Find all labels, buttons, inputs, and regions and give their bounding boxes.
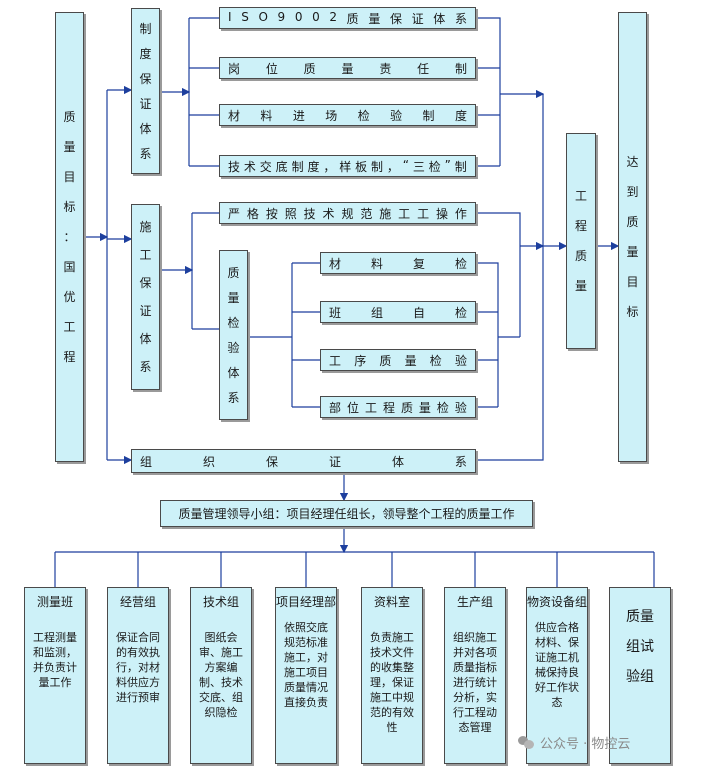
team-box-business: 经营组 保证合同的有效执行，对材料供应方进行预审	[107, 587, 169, 764]
team-box-technical: 技术组 图纸会审、施工方案编制、技术交底、组织隐检	[190, 587, 252, 764]
inspection-system-box: 质量检验体系	[219, 250, 248, 420]
institution-item-label: 技术交底制度，样板制，“三检”制	[228, 157, 467, 174]
institution-item-4: 技术交底制度，样板制，“三检”制	[219, 155, 476, 177]
team-desc: 负责施工技术文件的收集整理，保证施工中规范的有效性	[370, 631, 414, 734]
team-box-materials: 物资设备组 供应合格材料、保证施工机械保持良好工作状态	[526, 587, 588, 764]
team-title: 项目经理部	[276, 595, 337, 609]
inspection-item-1: 材料复检	[320, 252, 476, 274]
team-desc: 依照交底规范标准施工，对施工项目质量情况直接负责	[284, 621, 328, 709]
project-quality-box: 工程质量	[566, 133, 596, 349]
watermark: 公众号 · 物控云	[518, 733, 630, 752]
leadership-label: 质量管理领导小组：项目经理任组长，领导整个工程的质量工作	[178, 507, 515, 521]
inspection-item-2: 班组自检	[320, 301, 476, 323]
team-title: 技术组	[202, 595, 239, 609]
institution-item-3: 材料进场检验制度	[219, 104, 476, 126]
institution-item-2: 岗位质量责任制	[219, 57, 476, 79]
team-box-survey: 测量班 工程测量和监测，并负责计量工作	[24, 587, 86, 764]
achieve-goal-label: 达到质量目标	[626, 155, 639, 319]
team-title: 测量班	[36, 595, 73, 609]
inspection-item-3: 工序质量检验	[320, 349, 476, 371]
team-title: 质量组试验组	[626, 609, 654, 685]
institution-item-label: 岗位质量责任制	[228, 61, 467, 76]
team-box-production: 生产组 组织施工并对各项质量指标进行统计分析，实行工程动态管理	[444, 587, 506, 764]
inspection-item-label: 班组自检	[329, 305, 467, 320]
leadership-box: 质量管理领导小组：项目经理任组长，领导整个工程的质量工作	[160, 500, 533, 527]
team-title: 经营组	[119, 595, 156, 609]
inspection-item-label: 材料复检	[329, 256, 467, 271]
wechat-icon	[518, 735, 534, 750]
team-box-quality-test: 质量组试验组	[609, 587, 671, 764]
team-desc: 组织施工并对各项质量指标进行统计分析，实行工程动态管理	[453, 631, 497, 734]
team-desc: 供应合格材料、保证施工机械保持良好工作状态	[535, 621, 579, 709]
team-title: 资料室	[373, 595, 410, 609]
inspection-system-label: 质量检验体系	[227, 265, 240, 405]
construction-system-box: 施工保证体系	[131, 204, 160, 390]
construction-system-label: 施工保证体系	[139, 220, 152, 374]
inspection-item-label: 工序质量检验	[329, 353, 467, 368]
quality-goal-label: 质量目标：国优工程	[63, 110, 76, 364]
inspection-item-4: 部位工程质量检验	[320, 396, 476, 418]
achieve-goal-box: 达到质量目标	[618, 12, 647, 462]
organization-system-box: 组织保证体系	[131, 449, 476, 473]
team-desc: 图纸会审、施工方案编制、技术交底、组织隐检	[199, 631, 243, 719]
strict-operation-label: 严格按照技术规范施工工操作	[228, 206, 467, 221]
institution-item-label: 材料进场检验制度	[228, 108, 467, 123]
watermark-text: 公众号 · 物控云	[540, 737, 631, 752]
institution-system-label: 制度保证体系	[139, 21, 152, 161]
team-title: 生产组	[456, 595, 493, 609]
inspection-item-label: 部位工程质量检验	[329, 400, 467, 415]
organization-system-label: 组织保证体系	[140, 454, 467, 469]
team-desc: 保证合同的有效执行，对材料供应方进行预审	[116, 631, 160, 704]
team-title: 物资设备组	[527, 595, 588, 609]
team-box-project-dept: 项目经理部 依照交底规范标准施工，对施工项目质量情况直接负责	[275, 587, 337, 764]
project-quality-label: 工程质量	[574, 189, 587, 293]
quality-goal-box: 质量目标：国优工程	[55, 12, 84, 462]
strict-operation-box: 严格按照技术规范施工工操作	[219, 202, 476, 224]
team-box-archives: 资料室 负责施工技术文件的收集整理，保证施工中规范的有效性	[361, 587, 423, 764]
team-desc: 工程测量和监测，并负责计量工作	[33, 631, 77, 689]
institution-system-box: 制度保证体系	[131, 8, 160, 174]
